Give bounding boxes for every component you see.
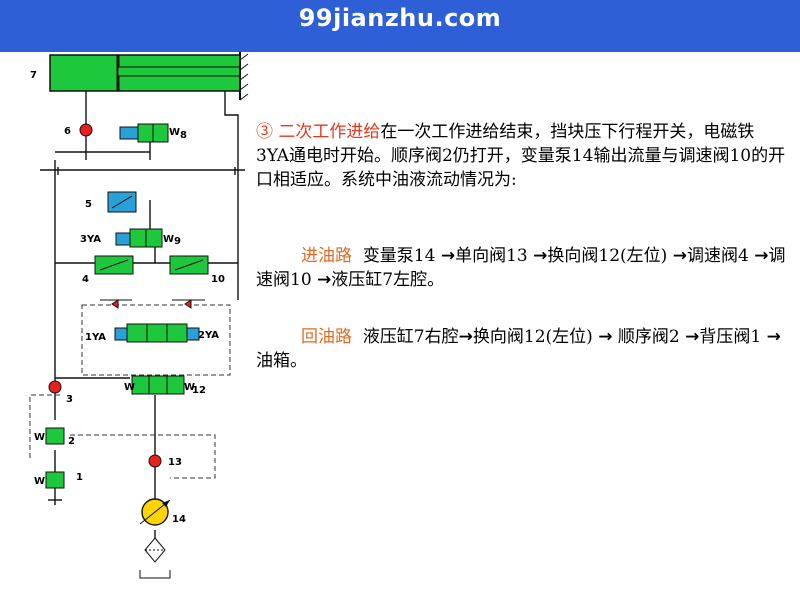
in-step-4: 调速阀4 <box>686 246 749 266</box>
hydraulic-circuit-diagram: 7 6 W 8 5 3Y <box>29 52 249 579</box>
arrow-icon: → <box>533 246 548 266</box>
check-valve-6 <box>79 123 93 137</box>
speed-control-valve-10 <box>169 255 209 275</box>
directional-valve-8 <box>119 123 169 143</box>
check-valve-13 <box>148 454 162 468</box>
w-9: W <box>163 234 174 245</box>
ret-step-5: 油箱。 <box>256 351 307 371</box>
site-title: 99jianzhu.com <box>298 4 502 32</box>
valve-12-label: 12 <box>192 385 206 396</box>
ret-step-4: 背压阀1 <box>699 327 762 347</box>
solenoid-3ya-label: 3YA <box>80 234 101 245</box>
valve-8-label: 8 <box>180 130 187 141</box>
valve-2-label: 2 <box>68 436 75 447</box>
solenoid-2ya-label: 2YA <box>198 330 219 341</box>
section-heading: ③ 二次工作进给 <box>256 122 381 142</box>
back-pressure-valve-1 <box>45 471 65 489</box>
paragraph-oil-in: 进油路 变量泵14 →单向阀13 →换向阀12(左位) →调速阀4 →调速阀10… <box>256 244 786 292</box>
directional-valve-12 <box>131 375 185 395</box>
arrow-icon: → <box>685 327 700 347</box>
paragraph-oil-return: 回油路 液压缸7右腔→换向阀12(左位) → 顺序阀2 →背压阀1 →油箱。 <box>256 325 786 373</box>
pilot-check-valves <box>100 299 205 309</box>
ret-step-3: 顺序阀2 <box>617 327 680 347</box>
in-step-3: 换向阀12(左位) <box>547 246 668 266</box>
arrow-icon: → <box>458 327 473 347</box>
arrow-icon: → <box>317 270 332 290</box>
speed-control-valve-4 <box>94 255 134 275</box>
in-step-2: 单向阀13 <box>455 246 528 266</box>
valve-6-label: 6 <box>64 126 71 137</box>
valve-10-label: 10 <box>211 274 225 285</box>
arrow-icon: → <box>672 246 687 266</box>
pilot-dashed-lines <box>29 304 231 479</box>
ret-step-2: 换向阀12(左位) <box>472 327 593 347</box>
solenoid-1ya-label: 1YA <box>85 332 106 343</box>
arrow-icon: → <box>440 246 456 266</box>
valve-4-label: 4 <box>82 274 89 285</box>
sequence-valve-2 <box>45 427 65 445</box>
variable-pump-14 <box>139 498 171 526</box>
pipe-lines <box>40 91 245 548</box>
w-1: W <box>34 476 45 487</box>
arrow-icon: → <box>754 246 769 266</box>
check-valve-3 <box>48 380 62 394</box>
valve-5-label: 5 <box>85 199 92 210</box>
arrow-icon: → <box>598 327 613 347</box>
ret-step-1: 液压缸7右腔 <box>362 327 459 347</box>
valve-3-label: 3 <box>66 394 73 405</box>
filter-tank <box>139 537 171 579</box>
in-step-6: 液压缸7左腔。 <box>331 270 445 290</box>
valve-1-label: 1 <box>76 472 83 483</box>
in-step-1: 变量泵14 <box>362 246 436 266</box>
w-12b: W <box>184 382 195 393</box>
paragraph-intro: ③ 二次工作进给在一次工作进给结束，挡块压下行程开关，电磁铁3YA通电时开始。顺… <box>256 120 786 192</box>
valve-13-label: 13 <box>168 457 182 468</box>
oil-return-label: 回油路 <box>301 327 352 347</box>
intro-text: 在一次工作进给结束，挡块压下行程开关，电磁铁3YA通电时开始。顺序阀2仍打开，变… <box>256 122 786 190</box>
oil-in-label: 进油路 <box>301 246 352 266</box>
hydraulic-cylinder-7 <box>49 52 249 101</box>
valve-9-label: 9 <box>174 236 181 247</box>
pump-14-label: 14 <box>172 514 186 525</box>
directional-valve-11 <box>114 323 200 343</box>
arrow-icon: → <box>766 327 781 347</box>
w-12a: W <box>124 382 135 393</box>
w-2: W <box>34 432 45 443</box>
solenoid-valve-9 <box>115 228 163 248</box>
cylinder-label: 7 <box>30 70 37 81</box>
w-8: W <box>169 127 180 138</box>
in-step-5: 调速阀10 <box>256 246 786 290</box>
header-bar: 99jianzhu.com <box>0 0 800 52</box>
